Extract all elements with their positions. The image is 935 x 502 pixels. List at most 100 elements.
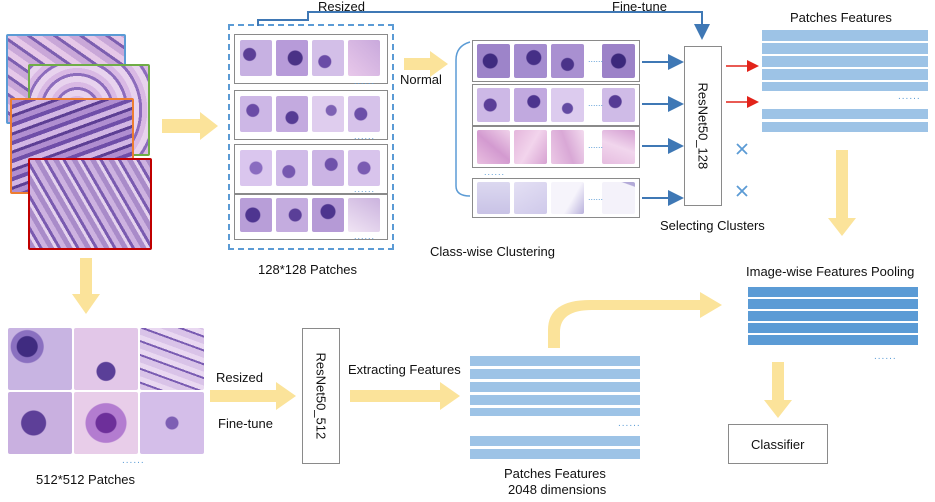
bottom-feature-stack: [470, 356, 640, 462]
feature-row: [762, 43, 928, 54]
fine-tune-top-label: Fine-tune: [612, 0, 667, 14]
cluster-tile: [477, 130, 510, 164]
top-feature-stack: [762, 30, 928, 140]
cluster-tile: [514, 88, 547, 122]
patch-tile: [240, 150, 272, 186]
arrow-to-128: [162, 112, 218, 140]
cluster-row-ellipsis: ......: [588, 98, 604, 108]
pooled-row: [748, 299, 918, 309]
pooled-feature-stack: [748, 287, 918, 347]
bottom-feature-ellipsis: ......: [618, 418, 641, 429]
cluster-tile: [602, 182, 635, 214]
feature-row: [470, 356, 640, 366]
cluster-row-ellipsis: ......: [588, 192, 604, 202]
patch-tile: [276, 96, 308, 132]
pooled-row: [748, 323, 918, 333]
cluster-row-ellipsis: ......: [588, 140, 604, 150]
feature-row: [762, 30, 928, 41]
patches-128-group: [228, 24, 394, 250]
arrow-extract: [350, 382, 460, 410]
pooled-row: [748, 311, 918, 321]
patch-tile: [348, 40, 380, 76]
arrow-down-right: [828, 150, 856, 236]
patch-tile: [312, 96, 344, 132]
cluster-tile: [477, 182, 510, 214]
cluster-row-ellipsis: ......: [588, 54, 604, 64]
feature-row: [470, 436, 640, 446]
pooled-feature-ellipsis: ......: [874, 351, 897, 362]
top-feature-ellipsis: ......: [898, 91, 921, 102]
cluster-tile: [477, 44, 510, 78]
patch512-tile: [74, 328, 138, 390]
patches-128-label: 128*128 Patches: [258, 262, 358, 277]
pooled-row: [748, 287, 918, 297]
pooled-row: [748, 335, 918, 345]
arrow-normal: [404, 51, 448, 77]
patch-tile: [240, 198, 272, 232]
feature-row: [470, 395, 640, 405]
fine-tune-bottom-label: Fine-tune: [218, 416, 273, 431]
arrow-to-classifier: [764, 362, 792, 418]
patch-tile: [240, 96, 272, 132]
cluster-tile: [514, 130, 547, 164]
arrow-down-left: [72, 258, 100, 314]
cross-mark-1: [736, 143, 748, 155]
resized-connector: [257, 11, 710, 40]
patch-tile: [348, 96, 380, 132]
patch-tile: [312, 198, 344, 232]
feature-row: [762, 69, 928, 80]
cluster-tile: [602, 44, 635, 78]
cluster-tile: [514, 182, 547, 214]
patch-tile: [240, 40, 272, 76]
cluster-tile: [602, 130, 635, 164]
patch-tile: [276, 198, 308, 232]
patch-row-ellipsis: ......: [354, 76, 376, 86]
feature-row: [762, 109, 928, 119]
cluster-tile: [602, 88, 635, 122]
cluster-tile: [551, 182, 584, 214]
feature-row: [762, 122, 928, 132]
cluster-tile: [551, 44, 584, 78]
cluster-tile: [514, 44, 547, 78]
patches-features-top-label: Patches Features: [790, 10, 892, 25]
selecting-clusters-label: Selecting Clusters: [660, 218, 765, 233]
patch512-tile: [8, 328, 72, 390]
patch512-tile: [140, 392, 204, 454]
patch-row-ellipsis: ......: [354, 184, 376, 194]
yellow-arrows: [72, 51, 856, 418]
patch-tile: [276, 150, 308, 186]
patches-512-label: 512*512 Patches: [36, 472, 136, 487]
image-wise-pooling-label: Image-wise Features Pooling: [746, 264, 915, 279]
patch512-tile: [140, 328, 204, 390]
class-wise-clustering-label: Class-wise Clustering: [430, 244, 555, 259]
patch-tile: [348, 150, 380, 186]
dimensions-label: 2048 dimensions: [508, 482, 607, 497]
patch512-ellipsis: ......: [122, 455, 145, 466]
patch-tile: [276, 40, 308, 76]
patch-tile: [312, 150, 344, 186]
cluster-ellipsis: ......: [484, 167, 506, 177]
feature-row: [762, 56, 928, 67]
patch-row-ellipsis: ......: [354, 131, 376, 141]
feature-row: [470, 408, 640, 416]
extracting-features-label: Extracting Features: [348, 362, 461, 377]
patch512-tile: [8, 392, 72, 454]
feature-row: [470, 382, 640, 392]
resnet128-box: [684, 46, 722, 206]
resized-bottom-label: Resized: [216, 370, 263, 385]
feature-row: [470, 449, 640, 459]
feature-row: [470, 369, 640, 379]
normal-label: Normal: [400, 72, 442, 87]
classifier-box: [728, 424, 828, 464]
patch512-tile: [74, 392, 138, 454]
patch-row-ellipsis: ......: [354, 231, 376, 241]
cluster-bracket: [455, 41, 471, 197]
feature-row: [762, 82, 928, 91]
cluster-tile: [551, 130, 584, 164]
patch-tile: [348, 198, 380, 232]
cluster-tile: [477, 88, 510, 122]
patch-tile: [312, 40, 344, 76]
curved-arrow-pool: [548, 292, 722, 348]
classifier-label: Classifier: [751, 437, 805, 452]
